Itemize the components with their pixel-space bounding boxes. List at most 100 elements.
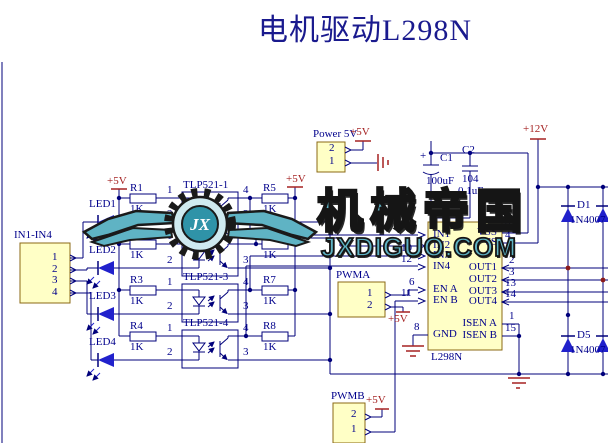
chip-pin-out1-number: 2	[509, 254, 515, 266]
chip-pin-isenb-number: 15	[505, 322, 516, 334]
chip-pin-in2-label: IN2	[433, 239, 451, 251]
resistor-r1-label: R1	[130, 182, 143, 194]
resistor-r6-value: 1K	[263, 249, 277, 261]
page-title: 电机驱动L298N	[258, 14, 472, 47]
resistor-r1-value: 1K	[130, 203, 144, 215]
resistor-r3-value: 1K	[130, 295, 144, 307]
resistor-symbols	[129, 193, 289, 342]
chip-pin-vss-label: VSS	[476, 226, 497, 238]
chip-pin-out2-number: 3	[509, 266, 515, 278]
opto3-label: TLP521-3	[183, 271, 229, 283]
net-5v-label-pwma: +5V	[388, 313, 408, 325]
resistor-r5-value: 1K	[263, 203, 277, 215]
led4-label: LED4	[89, 336, 116, 348]
opto1-pin-collector: 4	[243, 184, 249, 196]
opto4-pin-anode: 1	[167, 322, 173, 334]
chip-pin-out3-number: 13	[505, 277, 516, 289]
opto2-pin-emitter: 3	[243, 254, 249, 266]
input-pin-3: 3	[52, 274, 58, 286]
wing-left-icon	[81, 209, 177, 248]
pwma-connector-label: PWMA	[336, 269, 371, 281]
chip-pin-in1-label: IN1	[433, 228, 451, 240]
opto2-pin-cathode: 2	[167, 254, 173, 266]
resistor-r7-label: R7	[263, 274, 276, 286]
diode-symbols	[561, 205, 608, 352]
chip-pin-enb-label: EN B	[433, 294, 458, 306]
net-5v-label-pwmb: +5V	[366, 394, 386, 406]
cap-c2-label: C2	[462, 144, 475, 156]
chip-pin-isena-label: ISEN A	[462, 317, 497, 329]
opto3-pin-anode: 1	[167, 276, 173, 288]
watermark-site-text: JXDIGUO.COM	[320, 232, 517, 262]
chip-pin-vss-number: 9	[505, 219, 511, 231]
opto4-pin-collector: 4	[243, 322, 249, 334]
chip-pin-in4-label: IN4	[433, 260, 451, 272]
opto4-pin-cathode: 2	[167, 346, 173, 358]
wires	[1, 62, 608, 443]
resistor-r8-value: 1K	[263, 341, 277, 353]
chip-pin-vs-number: 4	[505, 229, 511, 241]
resistor-r8-label: R8	[263, 320, 276, 332]
resistor-r5-label: R5	[263, 182, 276, 194]
input-connector-label: IN1-IN4	[14, 229, 52, 241]
opto4-label: TLP521-4	[183, 317, 229, 329]
chip-pin-enb-number: 11	[401, 287, 412, 299]
resistor-r7-value: 1K	[263, 295, 277, 307]
pwmb-pin-2: 2	[351, 408, 357, 420]
opto4-pin-emitter: 3	[243, 346, 249, 358]
resistor-r4-label: R4	[130, 320, 143, 332]
chip-pin-vs-label: VS	[482, 236, 497, 248]
input-pin-1: 1	[52, 251, 58, 263]
chip-pin-gnd-number: 8	[414, 321, 420, 333]
chip-pin-out4-number: 14	[505, 288, 516, 300]
chip-pin-out1-label: OUT1	[468, 261, 497, 273]
chip-pin-in4-number: 12	[401, 253, 412, 265]
chip-pin-ena-label: EN A	[433, 283, 458, 295]
net-5v-label-power: +5V	[350, 126, 370, 138]
resistor-r2-value: 1K	[130, 249, 144, 261]
watermark-monogram: JX	[189, 215, 211, 234]
chip-pin-out2-label: OUT2	[468, 273, 497, 285]
net-5v-label-mid: +5V	[286, 173, 306, 185]
cap-c2-code: 104	[462, 173, 479, 185]
chip-pin-isena-number: 1	[509, 310, 515, 322]
net-5v-label-left: +5V	[107, 175, 127, 187]
pwma-pin-2: 2	[367, 299, 373, 311]
power-pin-1: 1	[329, 155, 335, 167]
led1-label: LED1	[89, 198, 116, 210]
opto3-pin-cathode: 2	[167, 300, 173, 312]
pwma-pin-1: 1	[367, 287, 373, 299]
led3-label: LED3	[89, 290, 116, 302]
resistor-r4-value: 1K	[130, 341, 144, 353]
diode-d1-part: 1N4007	[570, 214, 606, 226]
chip-pin-out4-label: OUT4	[468, 295, 497, 307]
junction-dots	[116, 150, 606, 377]
opto3-pin-emitter: 3	[243, 300, 249, 312]
pwmb-connector-label: PWMB	[331, 390, 365, 402]
power-pin-2: 2	[329, 142, 335, 154]
input-pin-4: 4	[52, 286, 58, 298]
resistor-r3-label: R3	[130, 274, 143, 286]
chip-pin-gnd-label: GND	[433, 328, 457, 340]
opto1-label: TLP521-1	[183, 179, 229, 191]
diode-d5-label: D5	[577, 329, 591, 341]
net-12v-label: +12V	[523, 123, 549, 135]
input-pin-2: 2	[52, 263, 58, 275]
cap-c1-polarity: +	[420, 150, 427, 162]
chip-pin-in3-number: 10	[401, 242, 412, 254]
watermark-logo: JX	[81, 188, 319, 260]
gear-icon: JX	[164, 188, 236, 260]
watermark-brand-text: 机械帝国	[316, 185, 529, 237]
led2-label: LED2	[89, 244, 116, 256]
wing-right-icon	[223, 209, 319, 248]
cap-c1-label: C1	[440, 152, 453, 164]
chip-pin-in3-label: IN3	[433, 249, 451, 261]
chip-pin-out3-label: OUT3	[468, 285, 497, 297]
chip-pin-isenb-label: ISEN B	[462, 329, 497, 341]
opto1-pin-anode: 1	[167, 184, 173, 196]
chip-name-label: L298N	[431, 351, 463, 363]
cap-c2-value: 0.1uF	[458, 185, 484, 197]
cap-c1-value: 100uF	[426, 175, 455, 187]
chip-pin-ena-number: 6	[409, 276, 415, 288]
